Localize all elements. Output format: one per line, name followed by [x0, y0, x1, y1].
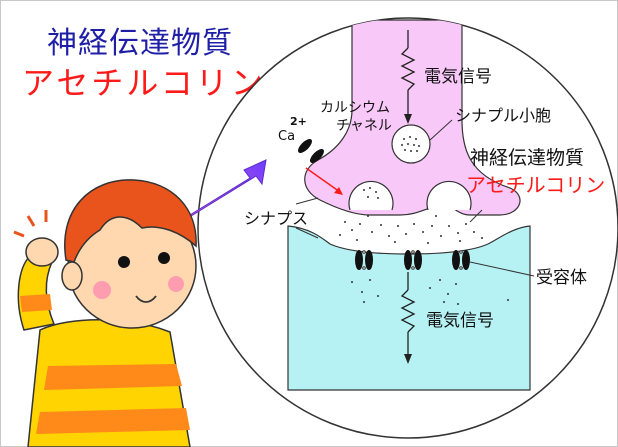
- receptor-dots: [362, 250, 463, 270]
- label-ca-ion: Ca: [278, 129, 295, 144]
- label-acetylcholine: アセチルコリン: [466, 173, 605, 197]
- thinking-child-illustration: [13, 179, 197, 447]
- title-neurotransmitter: 神経伝達物質: [47, 26, 233, 61]
- calcium-influx-arrow: [305, 167, 341, 193]
- label-electric-signal-bottom: 電気信号: [426, 311, 494, 331]
- neurotransmitter-leader: [469, 209, 483, 223]
- title-acetylcholine: アセチルコリン: [22, 64, 266, 102]
- label-ca-charge: 2+: [290, 115, 307, 128]
- label-calcium-channel-2: チャネル: [336, 118, 392, 134]
- label-synapse: シナプス: [244, 209, 308, 228]
- label-calcium-channel-1: カルシウム: [320, 100, 390, 116]
- acetylcholine-molecules: [339, 215, 509, 305]
- synapse-leader-bottom: [295, 227, 319, 239]
- electric-signal-top-arrow: [400, 30, 416, 124]
- label-vesicle: シナプル小胞: [455, 106, 551, 125]
- label-electric-signal-top: 電気信号: [424, 67, 492, 87]
- vesicle-leader: [429, 119, 453, 141]
- electric-signal-bottom-arrow: [400, 272, 416, 364]
- vesicle-fusing-left: [348, 180, 394, 211]
- vesicle-contents: [363, 187, 379, 199]
- label-neurotransmitter: 神経伝達物質: [470, 147, 584, 169]
- synapse-leader-top: [295, 197, 319, 205]
- receptor: [355, 250, 470, 270]
- receptor-leader: [469, 261, 535, 277]
- synaptic-vesicle: [391, 124, 431, 164]
- calcium-channel: [298, 139, 324, 163]
- vesicle-fusing-right: [426, 180, 472, 211]
- label-receptor: 受容体: [536, 268, 587, 288]
